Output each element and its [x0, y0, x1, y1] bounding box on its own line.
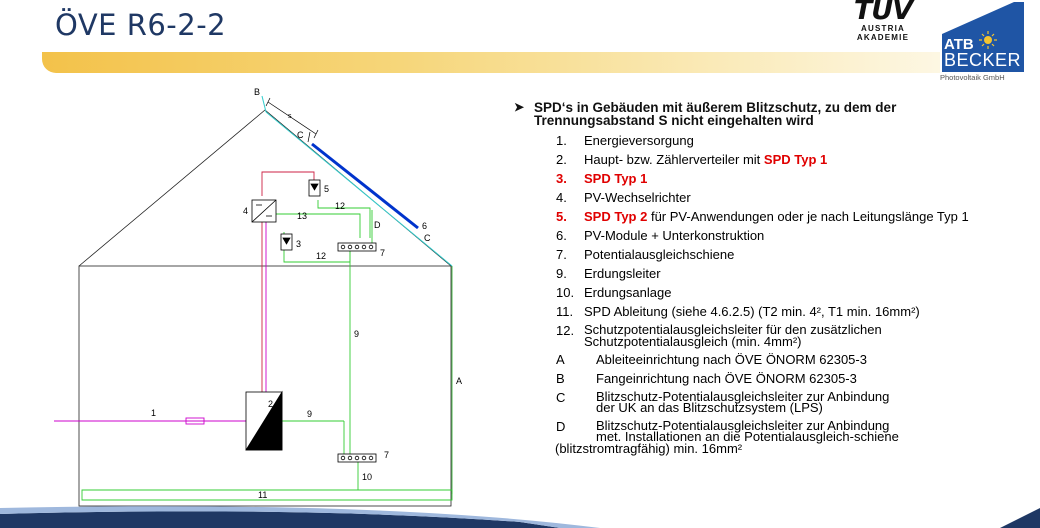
pv-module: [311, 142, 419, 230]
tuv-logo-sub1: AUSTRIA: [861, 24, 905, 33]
list-item: 11.SPD Ableitung (siehe 4.6.2.5) (T2 min…: [556, 304, 920, 319]
legend-list: 1.Energieversorgung 2.Haupt- bzw. Zähler…: [514, 134, 1034, 455]
label-9-horiz: 9: [307, 409, 312, 419]
list-item: 3.SPD Typ 1: [556, 171, 648, 186]
footer-decoration: [0, 506, 1040, 528]
spd-diagram: B s C 5 4 12 13 D 6 C 3 7 12 9 A 2 1 9 7…: [54, 87, 462, 507]
fuse: [185, 417, 205, 425]
spd-3: [280, 233, 293, 251]
list-item: 5.SPD Typ 2 für PV-Anwendungen oder je n…: [556, 209, 969, 224]
label-d: D: [374, 220, 381, 230]
header-banner: [42, 52, 940, 73]
atb-logo-line2: BECKER: [944, 50, 1022, 70]
label-12-bottom: 12: [316, 251, 326, 261]
list-item: 6.PV-Module + Unterkonstruktion: [556, 228, 765, 243]
sun-icon: [984, 36, 992, 44]
inverter: [251, 199, 277, 223]
tuv-logo-sub2: AKADEMIE: [856, 33, 910, 42]
house-roof: [78, 109, 452, 267]
label-s: s: [288, 113, 292, 120]
label-2: 2: [268, 399, 273, 409]
label-4: 4: [243, 206, 248, 216]
label-10: 10: [362, 472, 372, 482]
slide-title: ÖVE R6-2-2: [55, 8, 227, 42]
label-7-top: 7: [380, 248, 385, 258]
heading-line-2: Trennungsabstand S nicht eingehalten wir…: [534, 113, 814, 128]
legend-content: ➤ SPD‘s in Gebäuden mit äußerem Blitzsch…: [514, 100, 1034, 456]
label-c-right: C: [424, 233, 431, 243]
label-9-vert: 9: [354, 329, 359, 339]
label-12-top: 12: [335, 201, 345, 211]
label-11: 11: [258, 490, 267, 500]
heading-line-1: SPD‘s in Gebäuden mit äußerem Blitzschut…: [534, 100, 897, 115]
label-13: 13: [297, 211, 307, 221]
atb-logo-line1: ATB: [944, 36, 974, 53]
list-item: 12.Schutzpotentialausgleichsleiter für d…: [556, 322, 882, 349]
list-item: 2.Haupt- bzw. Zählerverteiler mit SPD Ty…: [556, 152, 828, 167]
list-item-continuation: (blitzstromtragfähig) min. 16mm²: [555, 441, 743, 457]
label-a: A: [456, 376, 462, 386]
list-item: 7.Potentialausgleichschiene: [556, 247, 735, 262]
house-body: [78, 265, 452, 507]
label-6: 6: [422, 221, 427, 231]
label-c-top: C: [297, 130, 304, 140]
atb-logo-line3: Photovoltaik GmbH: [940, 73, 1005, 82]
arrow-bullet-icon: ➤: [514, 100, 525, 114]
list-item: 10.Erdungsanlage: [556, 285, 672, 300]
tuv-logo: TÜV AUSTRIA AKADEMIE: [846, 0, 920, 42]
main-distribution: [245, 390, 283, 451]
atb-logo-shape: [942, 2, 1024, 72]
equipotential-bar-bottom: [337, 453, 377, 463]
tuv-logo-main: TÜV: [853, 0, 913, 26]
label-b: B: [254, 87, 260, 97]
label-1: 1: [151, 408, 156, 418]
label-3: 3: [296, 239, 301, 249]
atb-logo: ATB BECKER Photovoltaik GmbH: [938, 0, 1028, 90]
spd-5: [308, 179, 321, 197]
equipotential-bar-top: [337, 242, 377, 252]
label-7-bottom: 7: [384, 450, 389, 460]
list-item: 1.Energieversorgung: [556, 133, 694, 148]
air-termination-b: [261, 95, 267, 113]
red-wire-pv: [261, 171, 315, 196]
separation-distance: [265, 97, 319, 143]
roof-conductor: [265, 111, 453, 267]
legend-heading: ➤ SPD‘s in Gebäuden mit äußerem Blitzsch…: [514, 100, 1034, 128]
list-item: 9.Erdungsleiter: [556, 266, 661, 281]
label-5: 5: [324, 184, 329, 194]
list-item: 4.PV-Wechselrichter: [556, 190, 691, 205]
